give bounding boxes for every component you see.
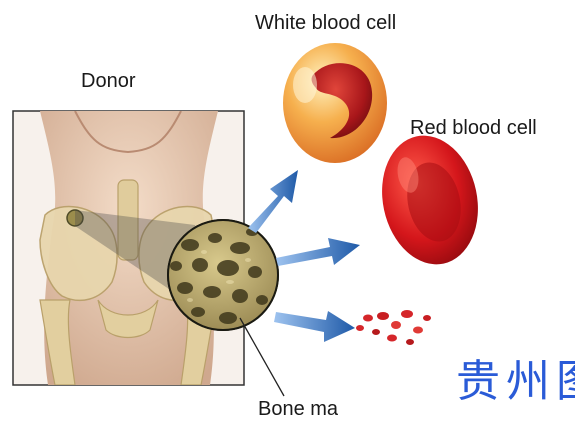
- white-blood-cell-label: White blood cell: [255, 12, 396, 35]
- watermark-text: 贵州图: [456, 352, 575, 412]
- arrow-to-platelets: [274, 311, 355, 342]
- bone-marrow-label: Bone ma: [258, 398, 362, 421]
- bone-marrow-leader-line: [240, 318, 284, 396]
- red-blood-cell-label: Red blood cell: [410, 117, 537, 140]
- donor-label: Donor: [81, 70, 135, 93]
- arrow-to-white-blood-cell: [248, 170, 298, 233]
- red-blood-cell-illustration: [371, 127, 490, 274]
- arrow-to-red-blood-cell: [276, 238, 360, 266]
- white-blood-cell-illustration: [283, 43, 387, 163]
- platelets-illustration: [356, 310, 431, 345]
